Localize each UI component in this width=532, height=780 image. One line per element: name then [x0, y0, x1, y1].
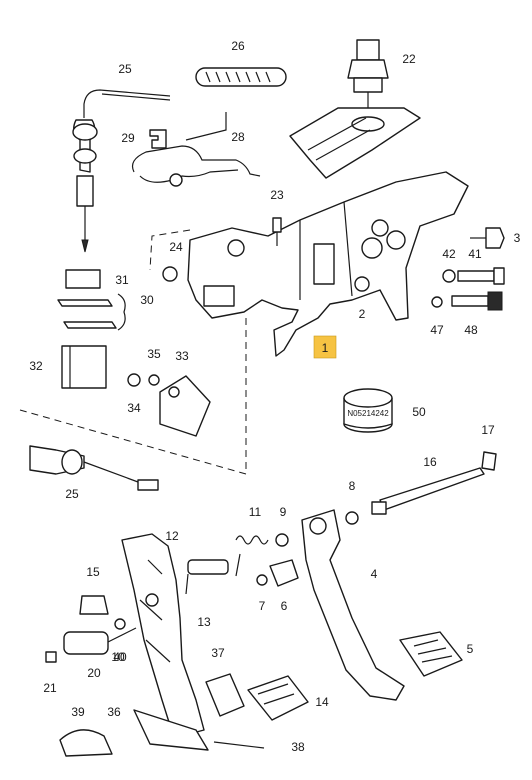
- part-22-switch: [347, 39, 389, 93]
- callout-25a: 25: [118, 62, 132, 76]
- callout-4: 4: [371, 567, 378, 581]
- part-10-nut: [114, 618, 126, 630]
- callout-2: 2: [359, 307, 366, 321]
- part-29-clip: [149, 129, 167, 149]
- part-36-pad: [133, 709, 209, 751]
- part-38-pin: [213, 741, 265, 749]
- part-3-bolt: [470, 227, 505, 249]
- part-31-switch: [65, 269, 101, 289]
- callout-6: 6: [281, 599, 288, 613]
- callout-11: 11: [249, 505, 262, 519]
- part-42-nut: [442, 269, 456, 283]
- callout-22: 22: [402, 52, 416, 66]
- callout-5: 5: [467, 642, 474, 656]
- part-6-bracket: [269, 559, 299, 587]
- part-50-bushing: N05214242: [343, 388, 393, 433]
- callout-31: 31: [115, 273, 129, 287]
- callout-32: 32: [29, 359, 43, 373]
- part-48-adjuster: [451, 291, 503, 311]
- callout-48: 48: [464, 323, 478, 337]
- callout-28: 28: [231, 130, 245, 144]
- callout-33: 33: [175, 349, 189, 363]
- callout-30: 30: [140, 293, 154, 307]
- callout-29: 29: [121, 131, 135, 145]
- callout-14: 14: [315, 695, 329, 709]
- callout-10: 10: [111, 650, 125, 664]
- part-17-clip: [481, 451, 497, 471]
- part-7-washer: [256, 574, 268, 586]
- callout-50: 50: [412, 405, 426, 419]
- part-26-sleeve: [195, 67, 287, 87]
- callout-23: 23: [270, 188, 284, 202]
- pedal-bracket: [187, 171, 469, 357]
- part-32-housing: [61, 345, 107, 389]
- upper-bracket: [289, 107, 421, 179]
- part-20-cylinder: [63, 627, 137, 655]
- part-5-pedal-pad: [399, 631, 463, 677]
- callout-9: 9: [280, 505, 287, 519]
- callout-35: 35: [147, 347, 161, 361]
- callout-36: 36: [107, 705, 121, 719]
- part-2-nut: [354, 276, 370, 292]
- part-9-clip: [275, 533, 289, 547]
- part-35-screw: [148, 374, 160, 386]
- part-30-plates: [57, 293, 126, 331]
- callout-40: 40: [113, 650, 127, 664]
- bushing-stamp: N05214242: [347, 409, 389, 418]
- callout-16: 16: [423, 455, 437, 469]
- callout-21: 21: [43, 681, 57, 695]
- callout-37: 37: [211, 646, 225, 660]
- callout-42: 42: [442, 247, 456, 261]
- part-24-nut: [162, 266, 178, 282]
- part-28-wire-clamp: [131, 145, 261, 187]
- callout-25b: 25: [65, 487, 79, 501]
- highlight-box-part-1: [313, 335, 337, 359]
- callout-41: 41: [468, 247, 482, 261]
- callout-15: 15: [86, 565, 100, 579]
- callout-24: 24: [169, 240, 183, 254]
- callout-38: 38: [291, 740, 305, 754]
- callout-34: 34: [127, 401, 141, 415]
- callout-47: 47: [430, 323, 444, 337]
- part-14-pedal-pad: [247, 675, 309, 721]
- callout-17: 17: [481, 423, 495, 437]
- part-21-nut: [45, 651, 57, 663]
- part-39-pad: [59, 729, 113, 757]
- part-25-rod: [72, 89, 171, 253]
- callout-7: 7: [259, 599, 266, 613]
- callout-20: 20: [87, 666, 101, 680]
- callout-12: 12: [165, 529, 179, 543]
- callout-3: 3: [514, 231, 521, 245]
- callout-13: 13: [197, 615, 211, 629]
- part-47-washer: [431, 296, 443, 308]
- callout-39: 39: [71, 705, 85, 719]
- part-25-cable: [29, 445, 159, 491]
- part-4-clutch-lever: [301, 509, 405, 701]
- part-11-spring: [235, 535, 269, 577]
- part-37-bracket: [205, 673, 245, 717]
- part-16-shaft: [371, 467, 485, 515]
- part-33-bracket: [159, 375, 211, 437]
- part-12-spring-guide: [185, 559, 229, 595]
- part-23-screw: [272, 217, 282, 246]
- part-15-buffer: [79, 595, 109, 615]
- callout-1: 1: [322, 341, 329, 355]
- callout-8: 8: [349, 479, 356, 493]
- callout-26: 26: [231, 39, 245, 53]
- part-8-nut: [345, 511, 359, 525]
- part-41-screw: [457, 267, 505, 285]
- part-34-nut: [127, 373, 141, 387]
- part-13-brake-lever: [121, 533, 205, 739]
